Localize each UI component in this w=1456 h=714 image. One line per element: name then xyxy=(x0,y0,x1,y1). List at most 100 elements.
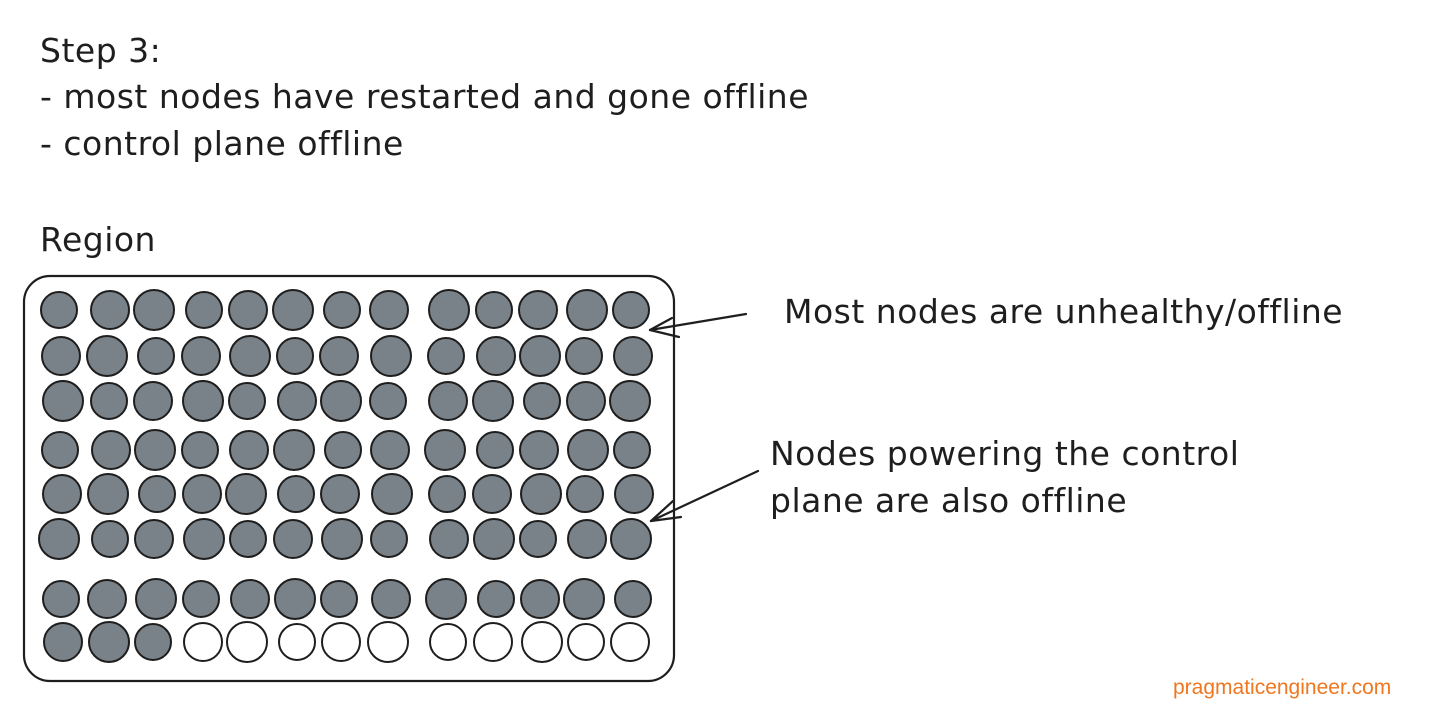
node-offline xyxy=(566,289,608,331)
node-offline xyxy=(519,335,561,377)
arrow-control-plane xyxy=(649,469,760,523)
node-offline xyxy=(273,429,315,471)
node-offline xyxy=(476,336,516,376)
node-offline xyxy=(519,430,559,470)
node-offline xyxy=(277,475,315,513)
node-offline xyxy=(321,518,363,560)
node-offline xyxy=(276,337,314,375)
node-offline xyxy=(428,475,466,513)
node-grid xyxy=(38,289,654,663)
node-offline xyxy=(567,519,607,559)
region-box xyxy=(22,274,676,683)
node-offline xyxy=(476,431,514,469)
node-offline xyxy=(609,380,651,422)
node-offline xyxy=(137,337,175,375)
node-offline xyxy=(228,382,266,420)
node-offline xyxy=(369,382,407,420)
node-offline xyxy=(320,380,362,422)
node-offline xyxy=(134,429,176,471)
node-offline xyxy=(614,474,654,514)
node-offline xyxy=(182,380,224,422)
node-offline xyxy=(229,335,271,377)
node-online xyxy=(567,623,605,661)
node-offline xyxy=(612,291,650,329)
node-offline xyxy=(90,382,128,420)
node-offline xyxy=(369,290,409,330)
node-offline xyxy=(86,335,128,377)
node-offline xyxy=(43,622,83,662)
node-offline xyxy=(566,381,606,421)
node-offline xyxy=(182,580,220,618)
node-offline xyxy=(425,578,467,620)
node-offline xyxy=(41,336,81,376)
node-offline xyxy=(133,289,175,331)
node-offline xyxy=(42,474,82,514)
step-line-2: - control plane offline xyxy=(40,124,404,163)
node-offline xyxy=(520,579,560,619)
node-offline xyxy=(565,337,603,375)
node-offline xyxy=(277,381,317,421)
node-offline xyxy=(133,381,173,421)
arrow-unhealthy xyxy=(648,312,748,339)
node-offline xyxy=(183,518,225,560)
node-offline xyxy=(567,429,609,471)
node-online xyxy=(226,621,268,663)
node-offline xyxy=(371,473,413,515)
annotation-unhealthy: Most nodes are unhealthy/offline xyxy=(784,292,1344,331)
node-offline xyxy=(613,336,653,376)
node-online xyxy=(473,622,513,662)
node-offline xyxy=(472,380,514,422)
node-offline xyxy=(88,621,130,663)
node-offline xyxy=(424,429,466,471)
annotation-control-plane-line-2: plane are also offline xyxy=(770,481,1128,520)
annotation-control-plane-line-1: Nodes powering the control xyxy=(770,434,1240,473)
node-offline xyxy=(228,290,268,330)
node-offline xyxy=(90,290,130,330)
node-offline xyxy=(566,475,604,513)
node-offline xyxy=(181,431,219,469)
node-offline xyxy=(272,289,314,331)
node-online xyxy=(367,621,409,663)
node-offline xyxy=(428,289,470,331)
node-offline xyxy=(229,430,269,470)
step-label: Step 3: xyxy=(40,31,162,70)
node-offline xyxy=(613,431,651,469)
node-offline xyxy=(370,520,408,558)
node-online xyxy=(183,622,223,662)
node-offline xyxy=(42,580,80,618)
node-offline xyxy=(87,579,127,619)
node-online xyxy=(278,623,316,661)
node-offline xyxy=(225,473,267,515)
node-offline xyxy=(429,519,469,559)
node-offline xyxy=(185,291,223,329)
node-offline xyxy=(472,474,512,514)
node-offline xyxy=(138,475,176,513)
node-offline xyxy=(475,291,513,329)
node-online xyxy=(521,621,563,663)
node-offline xyxy=(370,335,412,377)
node-online xyxy=(321,622,361,662)
region-label: Region xyxy=(40,220,156,259)
node-offline xyxy=(42,380,84,422)
node-offline xyxy=(230,579,270,619)
node-offline xyxy=(134,519,174,559)
node-offline xyxy=(371,579,411,619)
node-offline xyxy=(40,291,78,329)
node-offline xyxy=(87,473,129,515)
node-offline xyxy=(523,382,561,420)
node-offline xyxy=(319,336,359,376)
node-offline xyxy=(320,474,360,514)
node-offline xyxy=(274,578,316,620)
node-offline xyxy=(91,520,129,558)
node-offline xyxy=(135,578,177,620)
watermark: pragmaticengineer.com xyxy=(1173,676,1392,699)
node-offline xyxy=(427,337,465,375)
node-offline xyxy=(520,473,562,515)
node-offline xyxy=(182,474,222,514)
node-online xyxy=(429,623,467,661)
node-offline xyxy=(273,519,313,559)
node-offline xyxy=(473,518,515,560)
node-offline xyxy=(134,623,172,661)
node-offline xyxy=(610,518,652,560)
